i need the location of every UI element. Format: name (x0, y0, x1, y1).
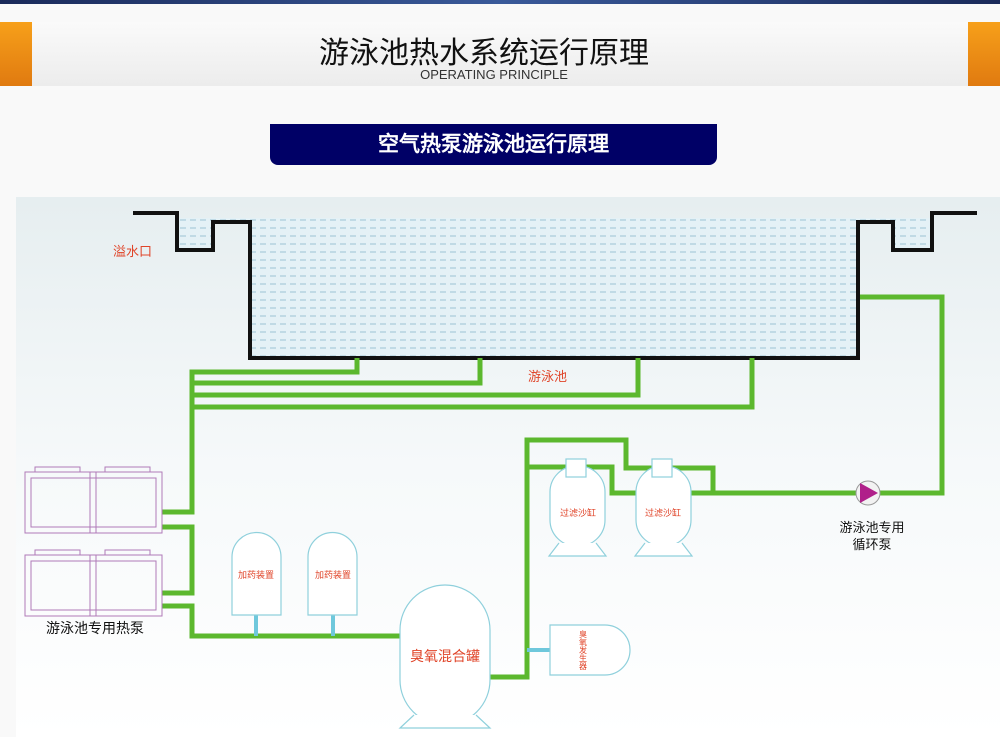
sand-filter-stand (547, 542, 608, 557)
filter-label: 过滤沙缸 (645, 507, 681, 519)
pump-label-line2: 循环泵 (852, 538, 891, 553)
pipe-pool-out-4 (192, 358, 755, 410)
pipe-heat-pump-link (162, 524, 195, 596)
pipe-pool-return (860, 294, 945, 496)
sand-filter-cap (565, 458, 587, 478)
pool-outline (133, 211, 977, 360)
top-bar (0, 0, 1000, 4)
dosing-label: 加药装置 (315, 569, 351, 581)
pipe-pool-out-1 (162, 358, 360, 515)
pool-label: 游泳池 (528, 370, 567, 385)
dosing-label: 加药装置 (238, 569, 274, 581)
pool-water (177, 218, 932, 358)
header-accent-right (968, 22, 1000, 86)
pump-label-line1: 游泳池专用 (839, 521, 904, 536)
mixer-label: 臭氧混合罐 (410, 649, 480, 665)
heat-pump-label: 游泳池专用热泵 (46, 621, 144, 637)
dosing-tank (307, 531, 358, 616)
pump-arrow-icon (860, 483, 878, 503)
ozone-generator-label: 臭氧发生器 (579, 629, 588, 671)
sand-filter (635, 465, 692, 547)
filter-label: 过滤沙缸 (560, 507, 596, 519)
mixer-stand (398, 714, 492, 729)
pipe-pool-out-2 (192, 358, 483, 386)
sand-filter-stand (633, 542, 694, 557)
heat-pump-unit (24, 549, 163, 617)
pipe-pool-out-3 (192, 358, 641, 398)
page-subtitle: OPERATING PRINCIPLE (420, 67, 568, 82)
dosing-tank (231, 531, 282, 616)
heat-pump-units (24, 466, 163, 617)
pipe-to-mixer (162, 603, 400, 639)
sand-filter-cap (651, 458, 673, 478)
heat-pump-unit (24, 466, 163, 534)
header-band (0, 22, 1000, 86)
ozone-generator (549, 624, 631, 676)
page-title: 游泳池热水系统运行原理 (319, 36, 649, 71)
overflow-label: 溢水口 (113, 245, 152, 260)
pipe-filter-loop (490, 437, 858, 680)
header-accent-left (0, 22, 32, 86)
section-title-button[interactable]: 空气热泵游泳池运行原理 (270, 124, 717, 165)
sand-filter (549, 465, 606, 547)
connectors (254, 615, 550, 652)
